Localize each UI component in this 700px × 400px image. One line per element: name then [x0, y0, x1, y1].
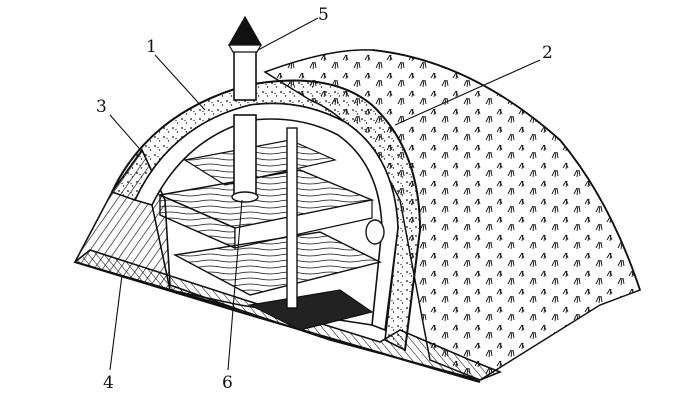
leader-line-1 — [154, 54, 206, 111]
leader-line-3 — [109, 114, 146, 156]
leader-line-5 — [257, 17, 319, 51]
leader-line-6 — [227, 199, 243, 371]
interior-planks — [157, 139, 385, 331]
leader-lines — [109, 17, 541, 371]
callout-6: 6 — [222, 373, 233, 393]
stove-pipe — [227, 15, 263, 203]
callout-2: 2 — [542, 43, 553, 63]
callout-5: 5 — [318, 5, 329, 25]
callout-labels: 1 2 3 4 5 6 — [96, 5, 553, 393]
callout-3: 3 — [96, 97, 107, 117]
leader-line-2 — [394, 59, 541, 126]
callout-4: 4 — [103, 373, 114, 393]
leader-line-4 — [109, 274, 123, 371]
callout-1: 1 — [146, 37, 157, 57]
support-post — [286, 127, 298, 309]
